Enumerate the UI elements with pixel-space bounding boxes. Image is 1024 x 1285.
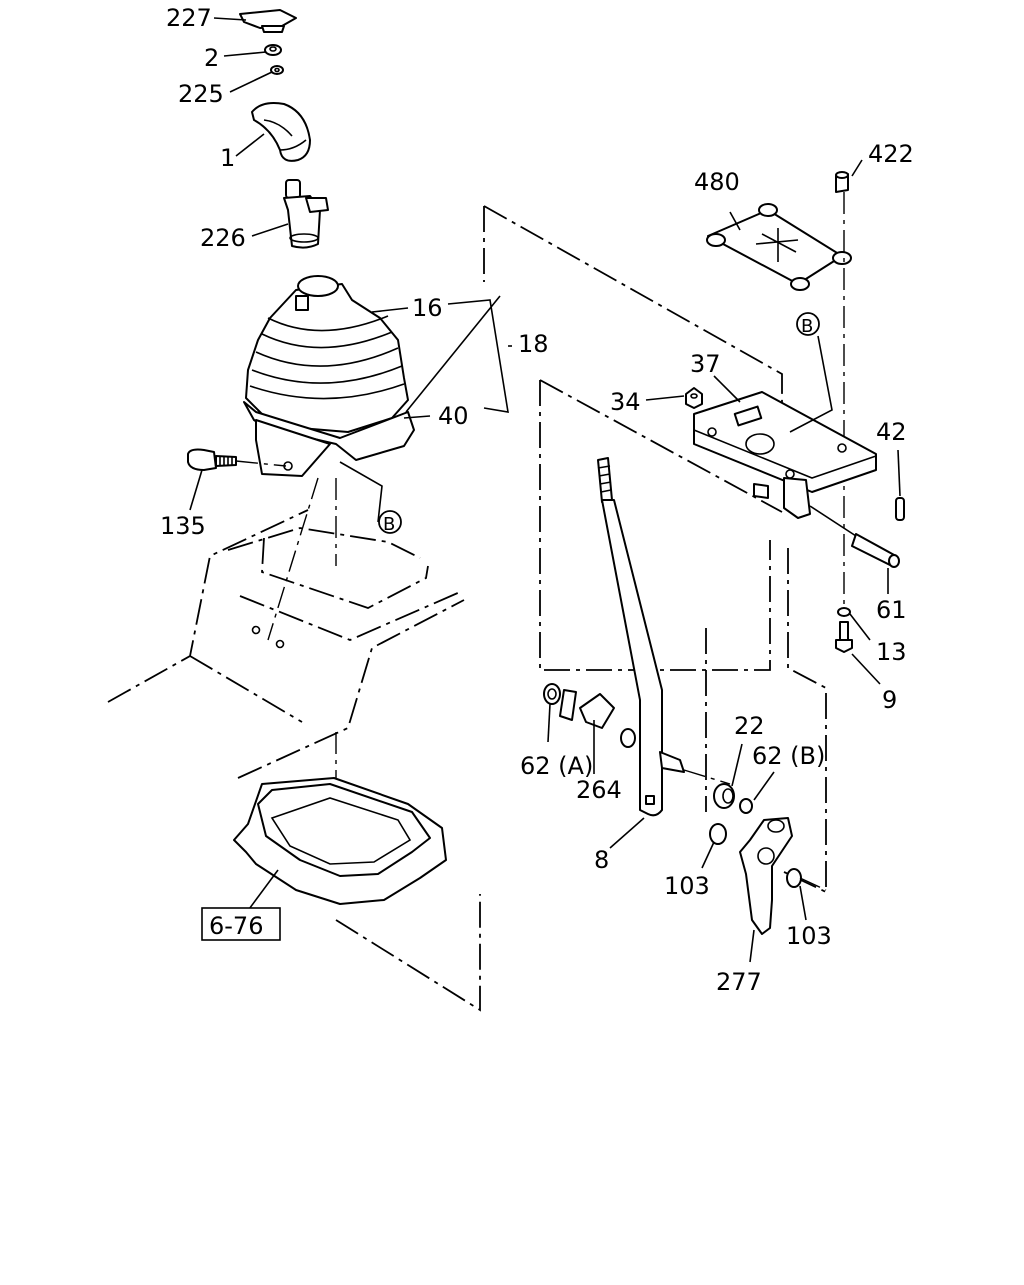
callout-135: 135	[160, 512, 206, 540]
callout-61: 61	[876, 596, 907, 624]
console-outline	[107, 477, 481, 1012]
pin-422	[835, 171, 849, 610]
plate-480	[706, 203, 852, 291]
callout-277: 277	[716, 968, 762, 996]
callout-13: 13	[876, 638, 907, 666]
callout-2: 2	[204, 44, 219, 72]
callout-labels: 227 2 225 1 226 16 18 40 135 B 422 480 B…	[160, 4, 914, 996]
callout-37: 37	[690, 350, 721, 378]
boot-16	[245, 275, 409, 433]
callout-62b: 62 (B)	[752, 742, 825, 770]
bushing-103-left	[709, 823, 727, 845]
svg-text:B: B	[801, 316, 813, 337]
svg-text:B: B	[383, 514, 395, 535]
lever-rod-8	[597, 457, 731, 817]
callout-225: 225	[178, 80, 224, 108]
nut-34	[685, 387, 703, 409]
knob-1	[251, 102, 311, 162]
leader-lines	[189, 17, 901, 963]
callout-b-left: B	[378, 510, 402, 535]
callout-34: 34	[610, 388, 641, 416]
tray-6-76	[233, 777, 447, 905]
callout-103-left: 103	[664, 872, 710, 900]
nut-2	[264, 44, 282, 56]
bushing-62b	[739, 798, 753, 814]
svg-text:6-76: 6-76	[209, 912, 263, 940]
arm-277	[739, 817, 827, 935]
base-37	[693, 391, 877, 519]
washer-13	[837, 607, 851, 617]
callout-18: 18	[518, 330, 549, 358]
clamp-264	[559, 689, 636, 748]
callout-422: 422	[868, 140, 914, 168]
bolt-135	[187, 448, 287, 471]
callout-480: 480	[694, 168, 740, 196]
callout-40: 40	[438, 402, 469, 430]
callout-1: 1	[220, 144, 235, 172]
callout-226: 226	[200, 224, 246, 252]
callout-227: 227	[166, 4, 212, 32]
callout-264: 264	[576, 776, 622, 804]
callout-9: 9	[882, 686, 897, 714]
callout-62a: 62 (A)	[520, 752, 593, 780]
callout-b-right: B	[796, 312, 820, 337]
bolt-9	[835, 621, 853, 653]
plate-40	[243, 401, 415, 477]
washer-225	[270, 65, 284, 75]
lever-226	[283, 179, 329, 249]
callout-8: 8	[594, 846, 609, 874]
bushing-103-right	[786, 868, 802, 888]
callout-16: 16	[412, 294, 443, 322]
callout-42: 42	[876, 418, 907, 446]
reference-box-6-76: 6-76	[201, 907, 281, 941]
bushing-22	[713, 783, 735, 809]
bushing-62a	[543, 683, 561, 705]
callout-22: 22	[734, 712, 765, 740]
shaft-61	[809, 505, 900, 568]
pin-42	[895, 497, 905, 521]
cap-227	[239, 9, 297, 33]
chain-box-top	[483, 205, 827, 894]
callout-103-right: 103	[786, 922, 832, 950]
